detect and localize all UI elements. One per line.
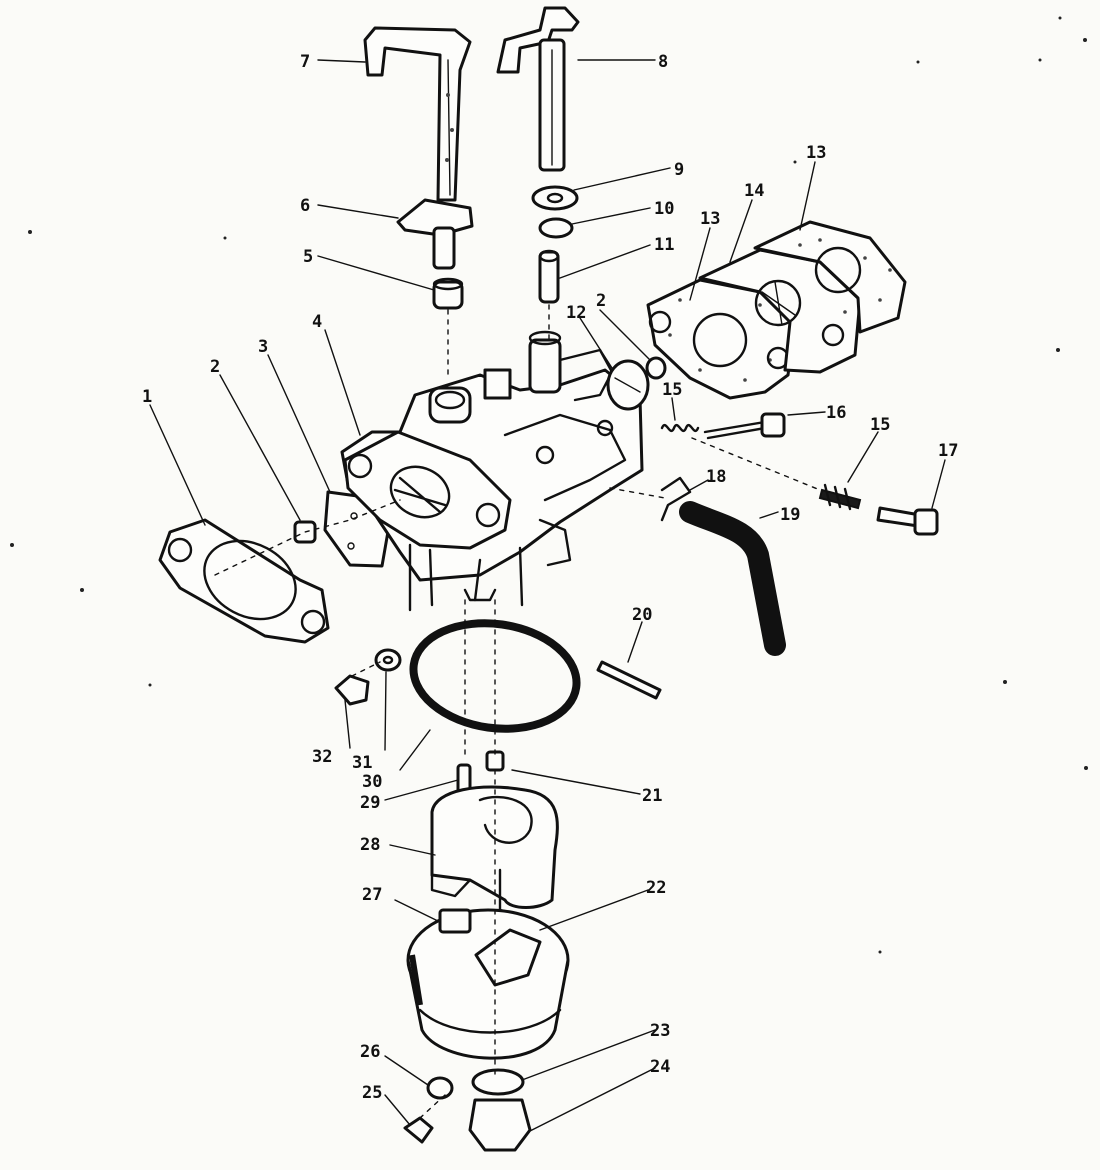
callout-9: 9 bbox=[674, 160, 684, 180]
callout-18: 18 bbox=[706, 467, 726, 487]
callout-32: 32 bbox=[312, 747, 332, 767]
callout-16: 16 bbox=[826, 403, 846, 423]
callout-29: 29 bbox=[360, 793, 380, 813]
callout-4: 4 bbox=[312, 312, 322, 332]
part-27-float-bowl bbox=[406, 908, 570, 1060]
part-25-drain-screw bbox=[403, 1116, 434, 1144]
part-12-choke-plate bbox=[606, 359, 650, 411]
part-7-throttle-shaft bbox=[363, 26, 472, 202]
callout-14: 14 bbox=[744, 181, 764, 201]
part-2-nut-right bbox=[645, 356, 667, 380]
part-4-carburetor-body bbox=[340, 330, 644, 612]
part-16-idle-screw bbox=[703, 412, 786, 440]
print-specks bbox=[10, 16, 1088, 954]
callout-2-right: 2 bbox=[596, 291, 606, 311]
part-31-washer bbox=[374, 648, 402, 672]
part-11-screw bbox=[538, 249, 560, 304]
callout-25: 25 bbox=[362, 1083, 382, 1103]
callout-17: 17 bbox=[938, 441, 958, 461]
part-15-spring-lower bbox=[818, 483, 862, 511]
callout-1: 1 bbox=[142, 387, 152, 407]
callout-28: 28 bbox=[360, 835, 380, 855]
callout-27: 27 bbox=[362, 885, 382, 905]
part-15-spring-upper bbox=[660, 423, 700, 433]
callout-13-rear: 13 bbox=[806, 143, 826, 163]
callout-30: 30 bbox=[362, 772, 382, 792]
callout-19: 19 bbox=[780, 505, 800, 525]
callout-10: 10 bbox=[654, 199, 674, 219]
part-18-clip bbox=[660, 476, 692, 522]
callout-26: 26 bbox=[360, 1042, 380, 1062]
callout-15-upper: 15 bbox=[662, 380, 682, 400]
part-13-gasket-rear bbox=[753, 220, 907, 334]
part-30-bowl-gasket bbox=[409, 619, 581, 733]
callout-8: 8 bbox=[658, 52, 668, 72]
part-9-washer bbox=[531, 185, 579, 211]
callout-24: 24 bbox=[650, 1057, 670, 1077]
callout-5: 5 bbox=[303, 247, 313, 267]
callout-7: 7 bbox=[300, 52, 310, 72]
part-1-flange-gasket bbox=[158, 518, 330, 644]
part-10-seal bbox=[538, 217, 574, 239]
callout-2-left: 2 bbox=[210, 357, 220, 377]
callout-22: 22 bbox=[646, 878, 666, 898]
part-19-fuel-hose bbox=[679, 501, 786, 656]
part-22-float-hinge bbox=[474, 928, 542, 987]
callout-31: 31 bbox=[352, 753, 372, 773]
part-32-screw bbox=[334, 674, 370, 706]
part-20-float-pin bbox=[596, 660, 662, 700]
callout-15-lower: 15 bbox=[870, 415, 890, 435]
callout-21: 21 bbox=[642, 786, 662, 806]
part-26-washer bbox=[426, 1076, 454, 1100]
part-5-bushing bbox=[432, 277, 464, 310]
alignment-lines bbox=[214, 304, 821, 1119]
callout-23: 23 bbox=[650, 1021, 670, 1041]
part-17-mixture-screw bbox=[876, 506, 939, 536]
callout-13-front: 13 bbox=[700, 209, 720, 229]
callout-labels: 7 8 6 9 10 11 5 4 3 2 1 12 2 13 14 13 15… bbox=[142, 52, 958, 1103]
callout-3: 3 bbox=[258, 337, 268, 357]
part-23-drain-washer bbox=[471, 1068, 525, 1096]
callout-12: 12 bbox=[566, 303, 586, 323]
part-24-drain-bolt bbox=[468, 1098, 532, 1152]
callout-20: 20 bbox=[632, 605, 652, 625]
leader-lines bbox=[149, 59, 946, 1133]
callout-6: 6 bbox=[300, 196, 310, 216]
part-8-choke-shaft bbox=[496, 6, 580, 172]
callout-11: 11 bbox=[654, 235, 674, 255]
part-6-throttle-lever bbox=[396, 198, 474, 270]
